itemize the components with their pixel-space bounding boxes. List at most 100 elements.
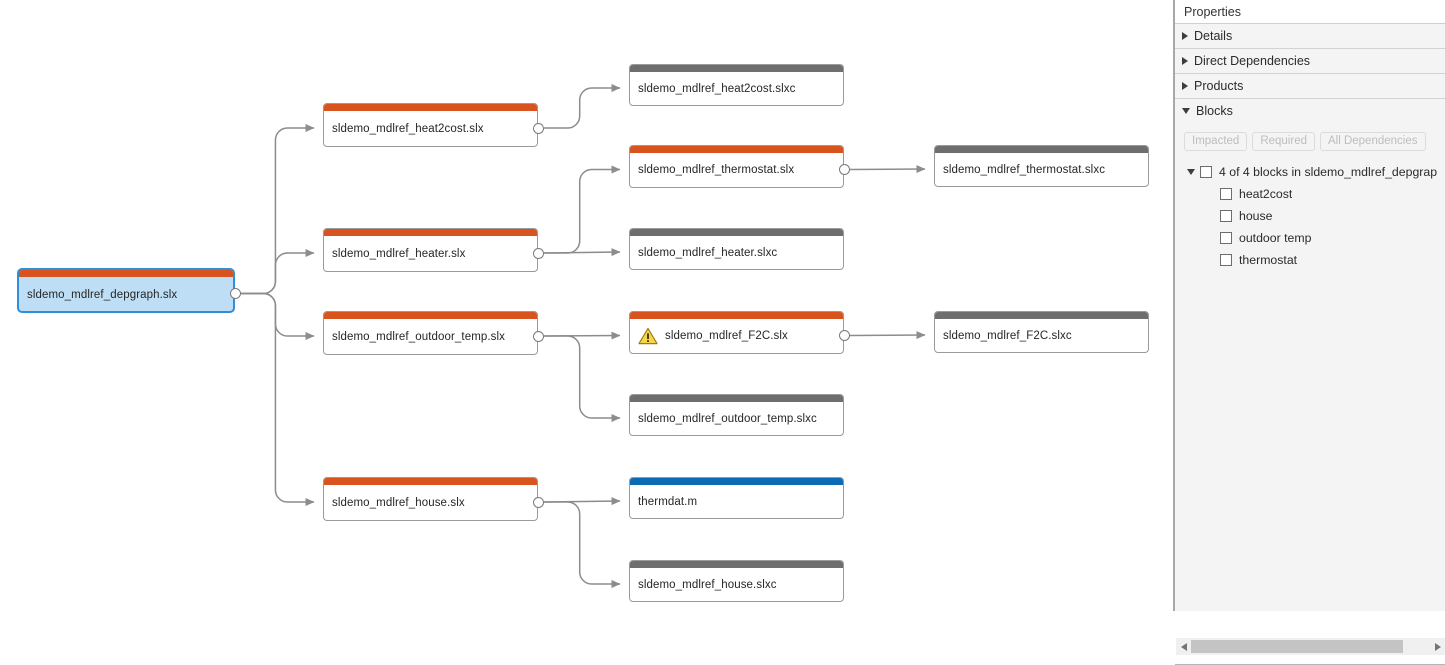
graph-node-house[interactable]: sldemo_mdlref_house.slx bbox=[323, 477, 538, 521]
chevron-right-icon[interactable] bbox=[1182, 82, 1188, 90]
node-header-bar bbox=[935, 312, 1148, 319]
graph-node-heat2cost_c[interactable]: sldemo_mdlref_heat2cost.slxc bbox=[629, 64, 844, 106]
node-label: thermdat.m bbox=[638, 495, 698, 508]
accordion-section-label: Direct Dependencies bbox=[1194, 53, 1311, 68]
node-header-bar bbox=[630, 146, 843, 153]
graph-node-root[interactable]: sldemo_mdlref_depgraph.slx bbox=[17, 268, 235, 313]
block-label: outdoor temp bbox=[1239, 231, 1312, 245]
warning-triangle-icon bbox=[638, 327, 658, 345]
node-label: sldemo_mdlref_thermostat.slx bbox=[638, 164, 795, 176]
node-label: sldemo_mdlref_F2C.slxc bbox=[943, 329, 1072, 342]
accordion-section-products[interactable]: Products bbox=[1175, 74, 1445, 99]
block-checkbox-outdoor-temp[interactable] bbox=[1220, 232, 1232, 244]
block-checkbox-heat2cost[interactable] bbox=[1220, 188, 1232, 200]
node-label: sldemo_mdlref_heater.slx bbox=[332, 247, 466, 260]
graph-node-heat2cost[interactable]: sldemo_mdlref_heat2cost.slx bbox=[323, 103, 538, 147]
blocks-tree-item[interactable]: outdoor temp bbox=[1187, 227, 1445, 249]
scrollbar-track[interactable] bbox=[1191, 640, 1430, 653]
node-body: sldemo_mdlref_outdoor_temp.slxc bbox=[630, 402, 843, 435]
blocks-tree-item[interactable]: heat2cost bbox=[1187, 183, 1445, 205]
node-body: sldemo_mdlref_heater.slx bbox=[324, 236, 537, 271]
accordion-section-details[interactable]: Details bbox=[1175, 24, 1445, 49]
filter-button-impacted: Impacted bbox=[1184, 132, 1248, 151]
blocks-tree-children: heat2cost house outdoor temp thermostat bbox=[1187, 183, 1445, 271]
node-label: sldemo_mdlref_heater.slxc bbox=[638, 246, 778, 259]
accordion-section-direct-dependencies[interactable]: Direct Dependencies bbox=[1175, 49, 1445, 74]
node-body: sldemo_mdlref_house.slx bbox=[324, 485, 537, 520]
accordion-section-blocks[interactable]: Blocks bbox=[1175, 99, 1445, 124]
graph-node-outdoor_temp_c[interactable]: sldemo_mdlref_outdoor_temp.slxc bbox=[629, 394, 844, 436]
accordion-section-label: Details bbox=[1194, 28, 1233, 43]
node-label: sldemo_mdlref_outdoor_temp.slxc bbox=[638, 412, 817, 425]
graph-edge-root-to-heat2cost bbox=[241, 124, 315, 295]
filter-button-required: Required bbox=[1252, 132, 1315, 151]
blocks-tree-root-row[interactable]: 4 of 4 blocks in sldemo_mdlref_depgrap bbox=[1187, 161, 1445, 183]
graph-node-outdoor_temp[interactable]: sldemo_mdlref_outdoor_temp.slx bbox=[323, 311, 538, 355]
node-body: sldemo_mdlref_outdoor_temp.slx bbox=[324, 319, 537, 354]
graph-node-thermdat[interactable]: thermdat.m bbox=[629, 477, 844, 519]
node-header-bar bbox=[630, 229, 843, 236]
node-output-port-heater[interactable] bbox=[533, 247, 544, 259]
graph-node-heater_c[interactable]: sldemo_mdlref_heater.slxc bbox=[629, 228, 844, 270]
node-body: sldemo_mdlref_heat2cost.slxc bbox=[630, 72, 843, 105]
node-header-bar bbox=[630, 65, 843, 72]
chevron-down-icon[interactable] bbox=[1182, 108, 1190, 114]
node-output-port-house[interactable] bbox=[533, 496, 544, 508]
graph-node-house_c[interactable]: sldemo_mdlref_house.slxc bbox=[629, 560, 844, 602]
block-label: heat2cost bbox=[1239, 187, 1293, 201]
node-header-bar bbox=[630, 395, 843, 402]
graph-node-f2c[interactable]: sldemo_mdlref_F2C.slx bbox=[629, 311, 844, 354]
node-label: sldemo_mdlref_thermostat.slxc bbox=[943, 163, 1106, 176]
graph-edge-heater-to-heater_c bbox=[543, 248, 621, 257]
node-output-port-f2c[interactable] bbox=[839, 330, 850, 341]
node-output-port-thermostat[interactable] bbox=[839, 164, 850, 175]
scroll-left-arrow-icon[interactable] bbox=[1176, 638, 1191, 655]
node-label: sldemo_mdlref_house.slx bbox=[332, 496, 465, 509]
graph-edge-outdoor_temp-to-outdoor_temp_c bbox=[544, 335, 621, 422]
node-output-port-outdoor_temp[interactable] bbox=[533, 330, 544, 342]
node-header-bar bbox=[630, 312, 843, 319]
blocks-root-checkbox[interactable] bbox=[1200, 166, 1212, 178]
node-header-bar bbox=[630, 561, 843, 568]
node-label: sldemo_mdlref_house.slxc bbox=[638, 578, 777, 591]
node-label: sldemo_mdlref_heat2cost.slxc bbox=[638, 82, 796, 95]
node-header-bar bbox=[324, 478, 537, 485]
scrollbar-thumb[interactable] bbox=[1191, 640, 1403, 653]
node-header-bar bbox=[324, 104, 537, 111]
node-header-bar bbox=[19, 270, 233, 277]
graph-node-heater[interactable]: sldemo_mdlref_heater.slx bbox=[323, 228, 538, 272]
node-output-port-root[interactable] bbox=[230, 288, 241, 299]
accordion-section-label: Blocks bbox=[1196, 103, 1233, 118]
block-checkbox-thermostat[interactable] bbox=[1220, 254, 1232, 266]
node-output-port-heat2cost[interactable] bbox=[533, 122, 544, 134]
graph-edge-heat2cost-to-heat2cost_c bbox=[544, 84, 621, 129]
dependency-graph-canvas[interactable]: sldemo_mdlref_depgraph.slx sldemo_mdlref_… bbox=[0, 0, 1173, 611]
graph-edge-thermostat-to-thermostat_c bbox=[849, 165, 926, 174]
scroll-right-arrow-icon[interactable] bbox=[1430, 638, 1445, 655]
graph-edge-root-to-house bbox=[241, 292, 315, 506]
panel-title: Properties bbox=[1175, 0, 1445, 24]
tree-expand-caret-icon[interactable] bbox=[1187, 169, 1195, 175]
blocks-tree-item[interactable]: thermostat bbox=[1187, 249, 1445, 271]
node-label: sldemo_mdlref_outdoor_temp.slx bbox=[332, 330, 506, 343]
graph-edge-house-to-house_c bbox=[544, 501, 621, 588]
block-label: house bbox=[1239, 209, 1273, 223]
graph-node-thermostat[interactable]: sldemo_mdlref_thermostat.slx bbox=[629, 145, 844, 188]
node-body: sldemo_mdlref_thermostat.slxc bbox=[935, 153, 1148, 186]
blocks-tree-item[interactable]: house bbox=[1187, 205, 1445, 227]
chevron-right-icon[interactable] bbox=[1182, 57, 1188, 65]
block-label: thermostat bbox=[1239, 253, 1298, 267]
graph-edge-layer bbox=[241, 84, 926, 588]
graph-edge-heater-to-thermostat bbox=[544, 165, 621, 254]
block-checkbox-house[interactable] bbox=[1220, 210, 1232, 222]
graph-node-f2c_c[interactable]: sldemo_mdlref_F2C.slxc bbox=[934, 311, 1149, 353]
node-header-bar bbox=[324, 229, 537, 236]
node-body: sldemo_mdlref_heat2cost.slx bbox=[324, 111, 537, 146]
graph-node-thermostat_c[interactable]: sldemo_mdlref_thermostat.slxc bbox=[934, 145, 1149, 187]
chevron-right-icon[interactable] bbox=[1182, 32, 1188, 40]
graph-edge-f2c-to-f2c_c bbox=[849, 331, 926, 340]
panel-horizontal-scrollbar[interactable] bbox=[1176, 638, 1445, 655]
